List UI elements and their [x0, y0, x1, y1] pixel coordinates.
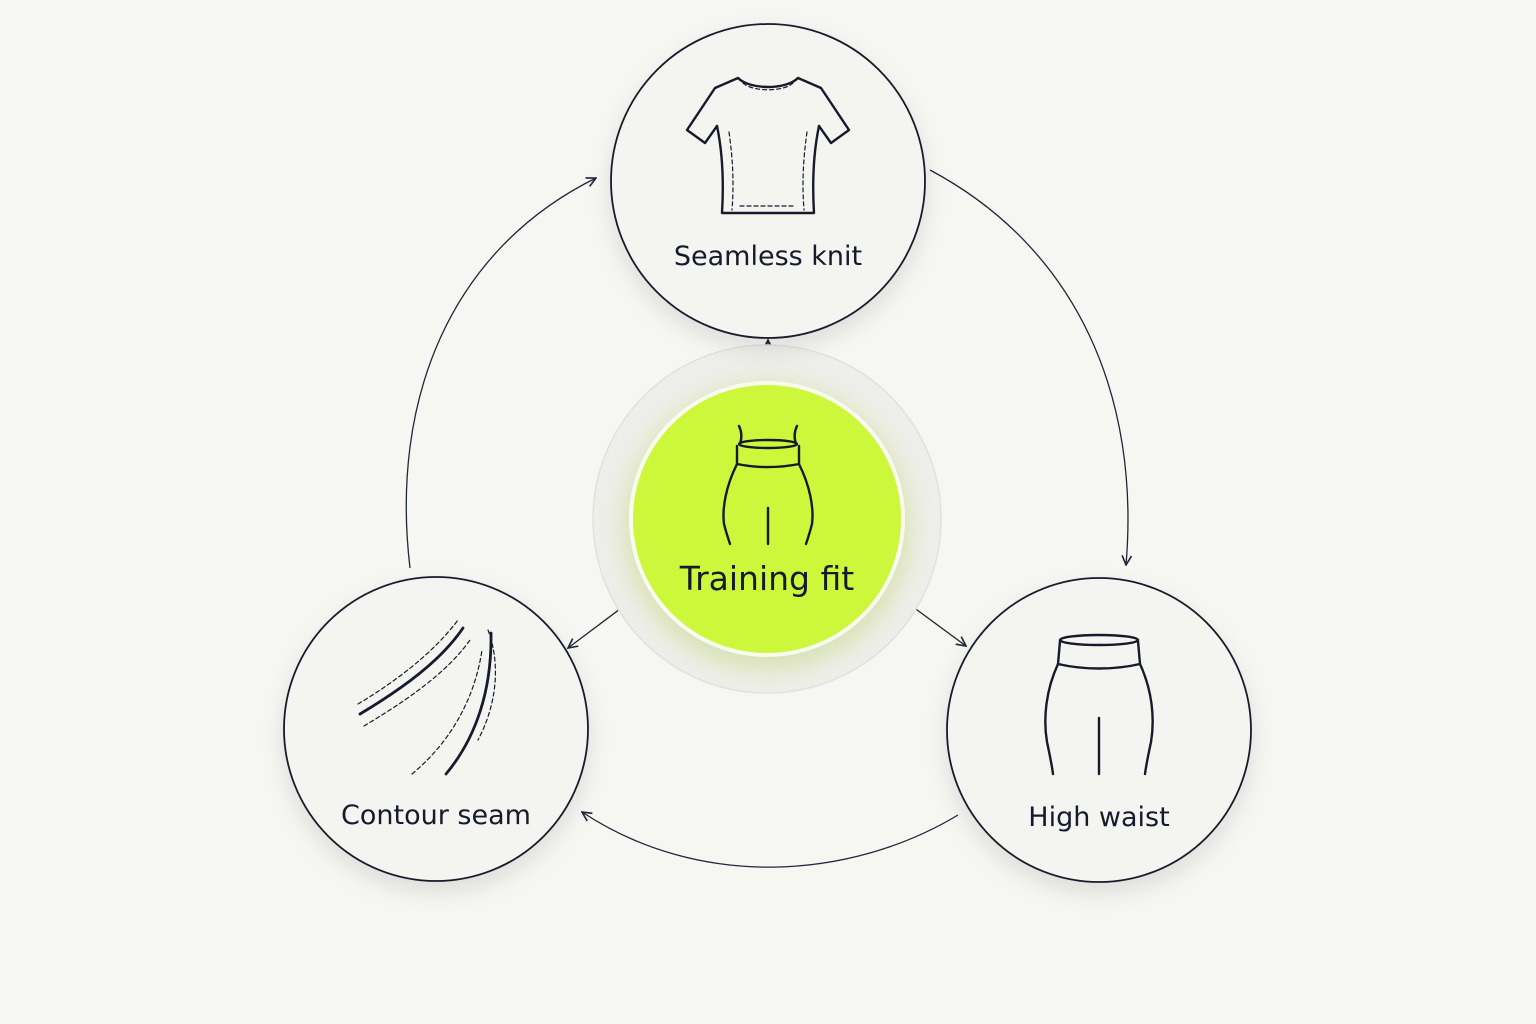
node-high-waist: High waist — [946, 577, 1252, 883]
leggings-waist-icon — [722, 424, 814, 546]
fitted-tshirt-icon — [685, 76, 851, 215]
high-waist-leggings-icon — [1044, 633, 1154, 776]
node-label: High waist — [1028, 802, 1169, 833]
contour-seam-lines-icon — [357, 619, 496, 776]
node-seamless-knit: Seamless knit — [610, 23, 926, 339]
node-circle — [610, 23, 926, 339]
center-node: Training fit — [592, 344, 942, 694]
node-label: Seamless knit — [674, 241, 862, 272]
arc-knit-to-waist — [929, 169, 1128, 565]
cycle-connectors — [405, 169, 1128, 868]
center-label: Training fit — [679, 559, 854, 598]
node-circle — [283, 576, 589, 882]
node-label: Contour seam — [341, 800, 531, 831]
arc-waist-to-contour — [582, 812, 959, 868]
arc-contour-to-knit — [405, 178, 596, 569]
node-contour-seam: Contour seam — [283, 576, 589, 882]
